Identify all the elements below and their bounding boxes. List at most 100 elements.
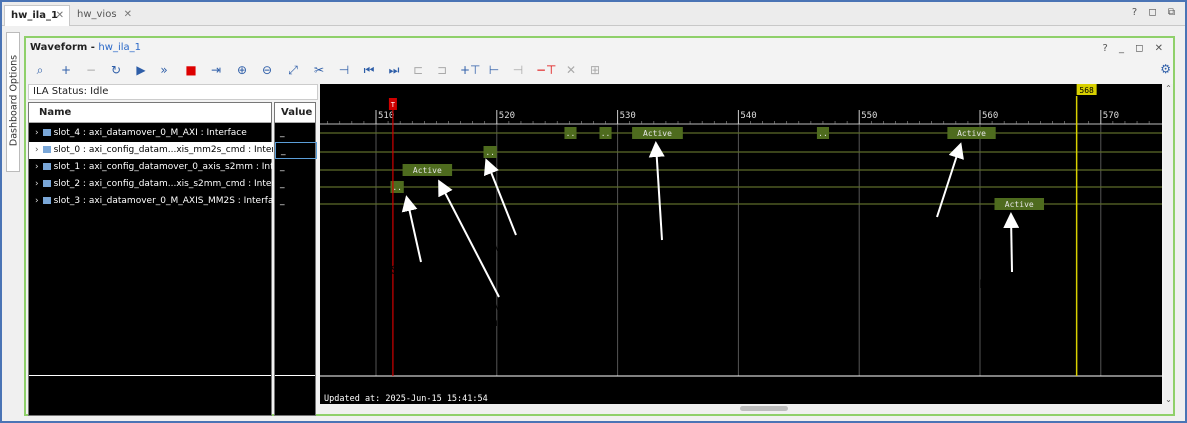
- transaction-rect[interactable]: [816, 127, 829, 139]
- chevron-right-icon[interactable]: ›: [35, 162, 39, 172]
- transaction-box[interactable]: ..: [390, 181, 404, 193]
- signal-row-1[interactable]: ›slot_0 : axi_config_datam...xis_mm2s_cm…: [29, 142, 273, 159]
- bus-icon: [42, 129, 51, 136]
- zoom-in-icon[interactable]: ⊕: [236, 63, 248, 77]
- transaction-label: ..: [601, 129, 611, 138]
- scroll-up-icon[interactable]: ⌃: [1165, 84, 1172, 93]
- signal-name-column: Name ›slot_4 : axi_datamover_0_M_AXI : I…: [28, 102, 273, 416]
- chevron-right-icon[interactable]: ›: [35, 196, 39, 206]
- tab-hw-ila-1[interactable]: hw_ila_1 ✕: [4, 5, 70, 26]
- transaction-box[interactable]: ..: [564, 127, 577, 139]
- previous-marker-icon[interactable]: ⊢: [488, 63, 500, 77]
- delete-all-markers-icon[interactable]: ✕: [565, 63, 577, 77]
- annotation-axi-read: AXI Read: [912, 222, 962, 234]
- close-icon[interactable]: ✕: [55, 10, 64, 21]
- scroll-left-icon[interactable]: ‹: [278, 420, 282, 423]
- transaction-box[interactable]: Active: [994, 198, 1045, 210]
- name-column-header: Name: [29, 103, 271, 123]
- transaction-rect[interactable]: [947, 127, 996, 139]
- add-marker-icon[interactable]: ⊣: [338, 63, 350, 77]
- signal-row-3[interactable]: › slot_2 : axi_config_datam...xis_s2mm_cm…: [29, 176, 273, 193]
- transaction-box[interactable]: ..: [483, 146, 497, 158]
- transaction-box[interactable]: Active: [632, 127, 683, 139]
- scroll-down-icon[interactable]: ⌄: [1165, 395, 1172, 404]
- add-icon[interactable]: +: [60, 63, 72, 77]
- run-trigger-icon[interactable]: ▶: [136, 63, 146, 77]
- arrow-s2mm-stream: [438, 179, 500, 298]
- zoom-out-icon[interactable]: ⊖: [261, 63, 273, 77]
- tick-label: 520: [499, 111, 515, 121]
- go-to-start-icon[interactable]: ⏮: [363, 63, 375, 77]
- add-marker-plus-icon[interactable]: +⊤: [460, 63, 481, 77]
- horizontal-scrollbar[interactable]: [320, 404, 1173, 414]
- ila-status: ILA Status: Idle: [28, 84, 318, 100]
- run-trigger-immediate-icon[interactable]: ↻: [110, 63, 122, 77]
- signal-row-0[interactable]: ›slot_4 : axi_datamover_0_M_AXI : Interf…: [29, 125, 273, 142]
- auto-retrigger-icon[interactable]: »: [160, 63, 168, 77]
- annotation-s2mm-stream: S2MM Stream transaction: [469, 301, 543, 329]
- transaction-box[interactable]: Active: [402, 164, 453, 176]
- transaction-label: ..: [566, 129, 576, 138]
- signal-row-4[interactable]: › slot_3 : axi_datamover_0_M_AXIS_MM2S : …: [29, 193, 273, 210]
- transaction-rect[interactable]: [632, 127, 683, 139]
- export-icon[interactable]: ⇥: [210, 63, 222, 77]
- annotation-s2mm-cmd: S2MM CMD: [390, 265, 454, 277]
- go-to-cursor-icon[interactable]: ✂: [313, 63, 325, 77]
- search-icon[interactable]: ⌕: [36, 63, 44, 77]
- transaction-rect[interactable]: [994, 198, 1045, 210]
- transaction-box[interactable]: ..: [816, 127, 829, 139]
- swap-cursors-icon[interactable]: ⊞: [589, 63, 601, 77]
- next-marker-icon[interactable]: ⊣: [512, 63, 524, 77]
- waveform-toolbar: ⌕ + − ↻ ▶ » ■ ⇥ ⊕ ⊖ ⤢ ✂ ⊣ ⏮ ⏭ ⊏ ⊐ +⊤ ⊢ ⊣…: [28, 60, 1173, 82]
- transaction-rect[interactable]: [599, 127, 612, 139]
- tab-label: hw_vios: [77, 9, 117, 20]
- transaction-rect[interactable]: [483, 146, 497, 158]
- transaction-rect[interactable]: [564, 127, 577, 139]
- stop-icon[interactable]: ■: [185, 63, 197, 77]
- tab-hw-vios[interactable]: hw_vios ✕: [71, 5, 137, 26]
- chevron-right-icon[interactable]: ›: [35, 145, 39, 155]
- cursor-label: 568: [1079, 86, 1094, 95]
- divider: [29, 375, 271, 376]
- remove-icon[interactable]: −: [85, 63, 97, 77]
- signal-value-1[interactable]: _: [275, 142, 317, 159]
- transaction-rect[interactable]: [390, 181, 404, 193]
- previous-transition-icon[interactable]: ⊏: [412, 63, 424, 77]
- annotation-mm2s-cmd: MM2S CMD: [492, 242, 556, 254]
- scroll-thumb[interactable]: [740, 406, 788, 411]
- transaction-label: Active: [413, 166, 442, 175]
- trigger-marker[interactable]: [388, 98, 397, 110]
- tick-label: 550: [861, 111, 877, 121]
- bus-icon: [42, 163, 51, 170]
- cursor-tag[interactable]: [1076, 84, 1097, 95]
- dashboard-options-tab[interactable]: Dashboard Options: [6, 32, 20, 172]
- tick-label: 560: [982, 111, 998, 121]
- next-transition-icon[interactable]: ⊐: [436, 63, 448, 77]
- signal-name: slot_3 : axi_datamover_0_M_AXIS_MM2S : I…: [53, 196, 273, 206]
- chevron-right-icon[interactable]: ›: [35, 179, 39, 189]
- tick-label: 540: [740, 111, 756, 121]
- signal-row-2[interactable]: ›slot_1 : axi_config_datamover_0_axis_s2…: [29, 159, 273, 176]
- panel-title-text: Waveform -: [30, 42, 99, 53]
- chevron-right-icon[interactable]: ›: [35, 128, 39, 138]
- vertical-scrollbar[interactable]: ⌃ ⌄: [1164, 84, 1173, 404]
- transaction-box[interactable]: ..: [599, 127, 612, 139]
- transaction-box[interactable]: Active: [947, 127, 996, 139]
- transaction-rect[interactable]: [402, 164, 453, 176]
- scroll-right-icon[interactable]: ›: [306, 420, 310, 423]
- signal-name: slot_2 : axi_config_datam...xis_s2mm_cmd…: [53, 179, 273, 189]
- panel-controls[interactable]: ? _ ◻ ✕: [1102, 43, 1167, 54]
- gear-icon[interactable]: ⚙: [1160, 62, 1171, 76]
- zoom-fit-icon[interactable]: ⤢: [288, 63, 298, 77]
- transaction-label: ..: [485, 148, 495, 157]
- close-icon[interactable]: ✕: [123, 9, 132, 20]
- window-controls[interactable]: ? ◻ ⧉: [1131, 7, 1179, 18]
- tab-bar: hw_ila_1 ✕ hw_vios ✕ ? ◻ ⧉: [2, 2, 1185, 26]
- signal-value-2: _: [280, 162, 285, 172]
- delete-marker-icon[interactable]: −⊤: [536, 63, 557, 77]
- panel-title-link[interactable]: hw_ila_1: [98, 42, 141, 53]
- go-to-end-icon[interactable]: ⏭: [388, 63, 400, 77]
